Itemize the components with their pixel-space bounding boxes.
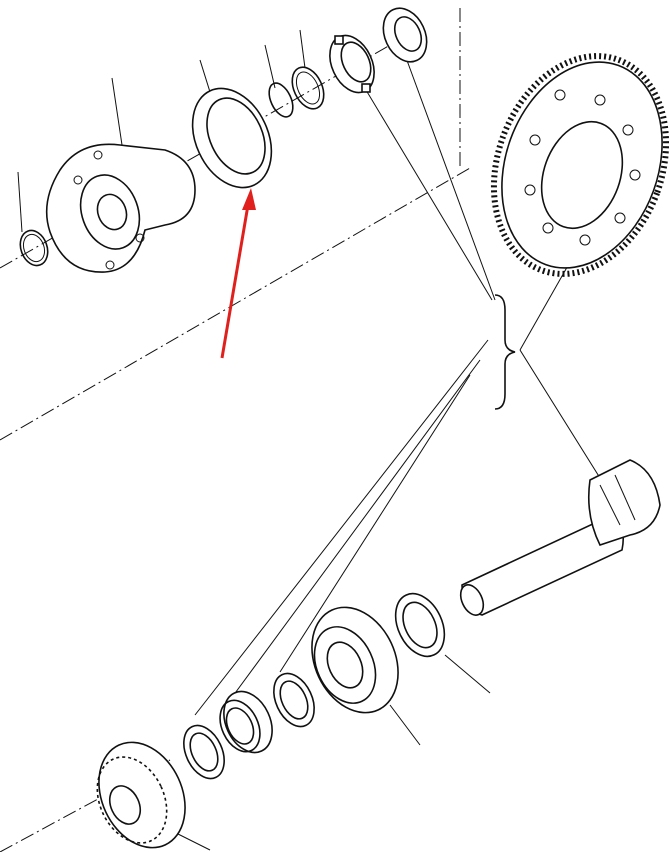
taper-bearing-outer [311,606,399,714]
circlip [19,229,49,267]
highlight-arrow [220,188,256,359]
lock-nut [329,34,375,94]
snap-ring [268,82,294,118]
oil-seal [191,87,273,189]
pinion-axis-centerline [0,759,171,852]
leader-lines [17,29,601,851]
collar [219,690,273,754]
taper-bearing-inner [96,741,186,849]
shim [273,672,315,728]
lock-washer [382,7,428,63]
coupling-flange [45,143,196,273]
shim-ring [291,66,325,110]
ring-gear [490,53,669,277]
spacer-ring [183,724,225,780]
grouping-brace [494,294,516,410]
pinion-shaft [459,459,661,616]
lower-axis-centerline [0,167,471,441]
spacer-washer [394,592,446,658]
